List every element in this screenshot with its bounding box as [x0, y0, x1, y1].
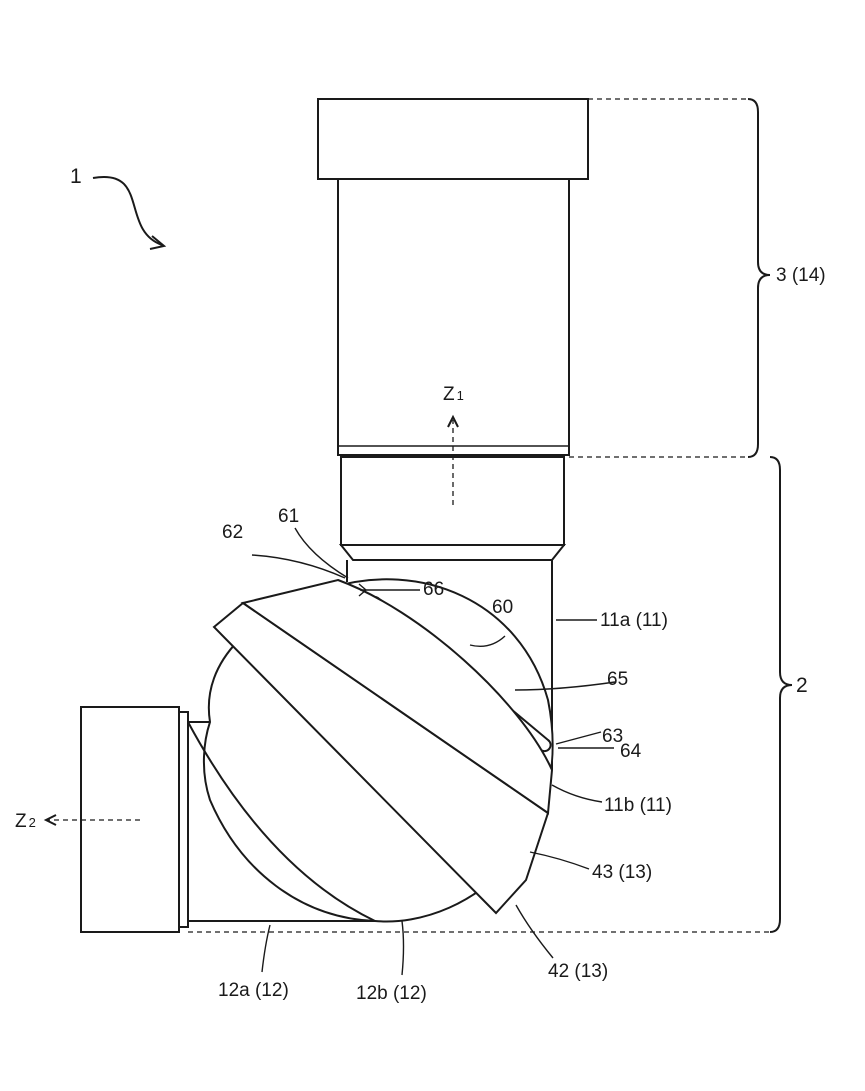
label-12b: 12b (12) — [356, 983, 427, 1004]
top-cap — [317, 98, 589, 180]
label-63: 63 — [602, 726, 623, 747]
label-62: 62 — [222, 522, 243, 543]
label-64: 64 — [620, 741, 642, 762]
rim-side — [240, 578, 554, 815]
label-11b: 11b (11) — [604, 795, 672, 816]
brace-lower — [769, 456, 793, 933]
cap-lip — [178, 711, 189, 928]
label-lower-bracket: 2 — [796, 674, 808, 697]
label-42: 42 (13) — [548, 961, 608, 982]
label-66: 66 — [423, 579, 444, 600]
brace-upper — [747, 98, 771, 458]
label-65: 65 — [607, 669, 628, 690]
label-upper-bracket: 3 (14) — [776, 265, 826, 286]
label-60: 60 — [492, 597, 513, 618]
label-assembly: 1 — [70, 165, 82, 188]
label-43: 43 (13) — [592, 862, 652, 883]
label-61: 61 — [278, 506, 299, 527]
coupling-taper — [338, 544, 567, 561]
label-11a: 11a (11) — [600, 610, 668, 631]
label-12a: 12a (12) — [218, 980, 289, 1001]
upper-tube — [337, 178, 570, 456]
